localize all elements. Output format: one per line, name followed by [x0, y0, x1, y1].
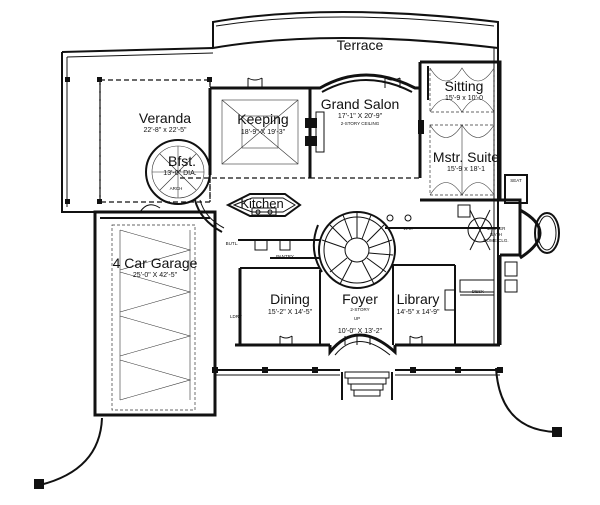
- veranda-posts: [65, 77, 212, 204]
- wc-label: W.C.: [403, 226, 413, 231]
- sitting-dim: 15'-9 x 10'-0: [445, 95, 483, 102]
- desk-label: DESK: [472, 289, 484, 294]
- breakfast-nook: [145, 139, 211, 205]
- bfst-dim: 13'-0" DIA.: [163, 170, 196, 177]
- foyer-label: Foyer: [342, 291, 378, 307]
- veranda-label: Veranda: [139, 110, 191, 126]
- master-suite-label: Mstr. Suite: [433, 149, 499, 165]
- garage-dim: 25'-0" X 42'-5": [133, 272, 178, 279]
- pantry-area: [254, 239, 320, 259]
- garage-label: 4 Car Garage: [113, 255, 198, 271]
- bath-fixtures: [386, 204, 518, 293]
- keeping-label: Keeping: [237, 111, 288, 127]
- terrace-doors: [247, 77, 401, 88]
- front-porch: [212, 367, 503, 376]
- driveway: [34, 367, 562, 489]
- keeping-ceiling: [221, 99, 299, 165]
- garage: [93, 204, 217, 417]
- pantry-label: PANTRY: [276, 254, 294, 259]
- terrace-label: Terrace: [337, 37, 384, 53]
- dining-label: Dining: [270, 291, 310, 307]
- house-walls: [180, 60, 560, 347]
- library-interior: [444, 279, 495, 311]
- grand-salon-label: Grand Salon: [321, 96, 400, 112]
- stairs-up-label: UP: [354, 316, 360, 321]
- suite-ceiling: [429, 124, 495, 196]
- spiral-staircase: [312, 211, 396, 289]
- front-steps: [341, 371, 393, 400]
- library-label: Library: [397, 291, 440, 307]
- library-dim: 14'-5" x 14'-9": [396, 309, 440, 316]
- sitting-ceiling: [429, 67, 495, 113]
- master-suite-dim: 15'-9 x 18'-1: [447, 166, 485, 173]
- foyer-entry: [328, 333, 397, 357]
- bfst-label: Bfst.: [168, 153, 196, 169]
- seat-label: SEAT: [510, 178, 522, 183]
- master-bath-line2: BATH: [490, 232, 502, 237]
- butler-label: BUTL.: [226, 241, 239, 246]
- fireplace: [305, 111, 424, 153]
- kitchen-label: Kitchen: [240, 196, 283, 211]
- sitting-label: Sitting: [445, 78, 484, 94]
- foyer-dim: 10'-0" X 13'-2": [338, 328, 383, 335]
- foyer-sub: 2-STORY: [350, 307, 369, 312]
- grand-salon-note: 2-STORY CEILING: [341, 121, 380, 126]
- front-doors: [279, 335, 423, 345]
- veranda-dim: 22'-8" x 22'-5": [143, 127, 187, 134]
- arch-label: ARCH: [170, 186, 183, 191]
- laundry-label: LDRY: [230, 314, 242, 319]
- master-bath-line1: MASTER: [487, 226, 507, 231]
- kitchen-island: [225, 193, 302, 217]
- dining-dim: 15'-2" X 14'-5": [268, 309, 313, 316]
- keeping-dim: 18'-9" X 19'-3": [241, 129, 286, 136]
- master-bath-note: DOME CLG.: [483, 238, 508, 243]
- veranda-railing: [61, 47, 214, 213]
- grand-salon-dim: 17'-1" X 20'-9": [338, 113, 383, 120]
